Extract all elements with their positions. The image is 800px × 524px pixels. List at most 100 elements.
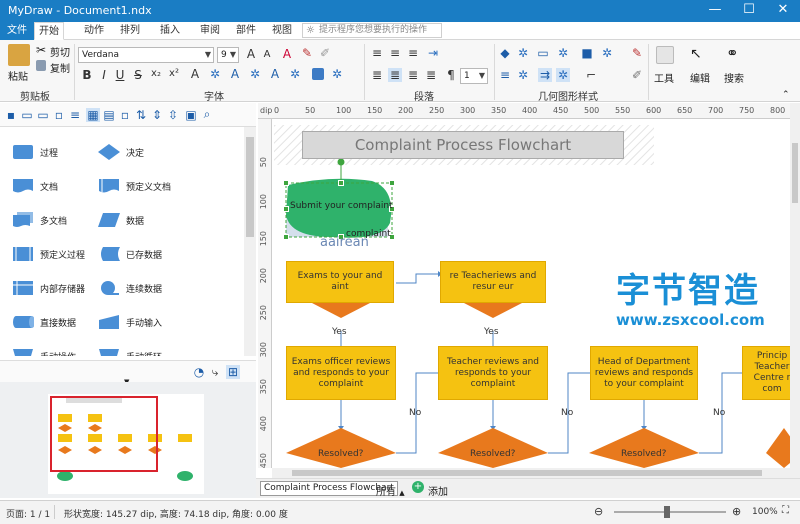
tab-file[interactable]: 文件 xyxy=(0,22,34,40)
tab-home[interactable]: 开始 xyxy=(34,22,64,40)
brush-icon[interactable]: ✐ xyxy=(319,46,331,60)
grow-font-icon[interactable]: A xyxy=(246,47,256,61)
minimap[interactable] xyxy=(0,382,256,498)
underline-icon[interactable]: U xyxy=(115,68,125,82)
line-spacing-select[interactable]: 1▼ xyxy=(460,68,488,84)
shape-item-stored-data[interactable]: 已存数据 xyxy=(98,243,184,271)
close-button[interactable]: ✕ xyxy=(777,2,789,17)
resize-handle[interactable] xyxy=(283,234,289,240)
cut-button[interactable]: 剪切 xyxy=(50,48,70,59)
add-page-button[interactable]: 添加 xyxy=(428,487,448,498)
zoom-out-icon[interactable]: ⊖ xyxy=(594,505,604,518)
shape-item-decision[interactable]: 决定 xyxy=(98,141,184,169)
add-page-icon[interactable]: + xyxy=(412,481,424,493)
tab-arrange[interactable]: 排列 xyxy=(120,25,140,36)
align-right-icon[interactable]: ≣ xyxy=(407,68,419,82)
text-color-icon[interactable]: A xyxy=(230,67,240,81)
brush-icon[interactable]: ✐ xyxy=(631,68,643,82)
shape-item-internal-storage[interactable]: 内部存储器 xyxy=(12,277,98,305)
search-icon[interactable]: ⌕ xyxy=(203,107,211,121)
gear-icon[interactable]: ✲ xyxy=(517,68,529,82)
corner-icon[interactable]: ⌐ xyxy=(585,68,597,82)
italic-icon[interactable]: I xyxy=(102,68,106,82)
eyedropper-icon[interactable]: ✎ xyxy=(301,46,313,60)
tab-review[interactable]: 审阅 xyxy=(200,25,220,36)
gear-icon[interactable]: ✲ xyxy=(289,67,301,81)
flow-box-exams[interactable]: Exams to your and aint xyxy=(286,261,394,303)
zoom-in-icon[interactable]: ⊕ xyxy=(732,505,742,518)
flow-box-exams-officer[interactable]: Exams officer reviews and responds to yo… xyxy=(286,346,396,400)
page-tab[interactable]: Complaint Process Flowchart xyxy=(260,481,398,496)
bold-icon[interactable]: B xyxy=(82,68,92,82)
scroll-thumb[interactable] xyxy=(792,143,798,203)
cut-icon[interactable]: ✂ xyxy=(36,43,47,57)
align-middle-icon[interactable]: ≡ xyxy=(389,46,401,60)
font-family-select[interactable]: Verdana▼ xyxy=(78,47,214,63)
paste-label[interactable]: 粘贴 xyxy=(8,72,28,83)
folder-icon[interactable]: ▭ xyxy=(37,108,49,122)
export-icon[interactable]: ▫ xyxy=(54,108,64,122)
shape-item-sequential-data[interactable]: 连续数据 xyxy=(98,277,184,305)
gear-icon[interactable]: ✲ xyxy=(557,46,569,60)
edit-button[interactable]: 编辑 xyxy=(690,74,710,85)
shape-item-data[interactable]: 数据 xyxy=(98,209,184,237)
vertical-scrollbar[interactable] xyxy=(790,103,800,478)
tools-button[interactable]: 工具 xyxy=(654,74,674,85)
resize-handle[interactable] xyxy=(389,206,395,212)
grid-view-icon[interactable]: ▦ xyxy=(86,108,100,122)
line-color-icon[interactable]: ▭ xyxy=(537,46,549,60)
shape-item-manual-loop[interactable]: 手动循环 xyxy=(98,345,184,356)
maximize-button[interactable]: ☐ xyxy=(743,2,755,17)
align-top-icon[interactable]: ≡ xyxy=(371,46,383,60)
align-bottom-icon[interactable]: ≡ xyxy=(407,46,419,60)
shapes-scrollbar[interactable] xyxy=(244,127,256,356)
subscript-icon[interactable]: x₂ xyxy=(151,68,161,79)
expand-icon[interactable]: ⇕ xyxy=(151,108,163,122)
font-size-select[interactable]: 9▼ xyxy=(217,47,239,63)
cursor-icon[interactable]: ↖ xyxy=(690,46,702,62)
sitemap-icon[interactable]: ⊞ xyxy=(226,365,240,379)
scroll-thumb[interactable] xyxy=(246,137,254,237)
font-color-icon[interactable]: A xyxy=(190,67,200,81)
drawing-canvas[interactable]: Complaint Process Flowchart Submit your … xyxy=(272,119,790,468)
resize-handle[interactable] xyxy=(283,206,289,212)
shape-item-document[interactable]: 文档 xyxy=(12,175,98,203)
binoculars-icon[interactable]: ⚭ xyxy=(726,44,739,62)
tab-actions[interactable]: 动作 xyxy=(84,25,104,36)
line-style-icon[interactable]: ≡ xyxy=(499,68,511,82)
gear-icon[interactable]: ✲ xyxy=(249,67,261,81)
pan-icon[interactable]: ◔ xyxy=(193,365,205,379)
align-center-icon[interactable]: ≣ xyxy=(388,68,402,82)
save-icon[interactable]: ▪ xyxy=(6,108,16,122)
zoom-slider-thumb[interactable] xyxy=(664,506,670,518)
flow-box-teacher-review[interactable]: Teacher reviews and responds to your com… xyxy=(438,346,548,400)
search-input[interactable]: ☼ 提示程序您想要执行的操作 xyxy=(302,23,442,38)
shape-item-multidoc[interactable]: 多文档 xyxy=(12,209,98,237)
tools-icon[interactable] xyxy=(656,46,674,64)
resize-handle[interactable] xyxy=(389,234,395,240)
shape-item-predef-process[interactable]: 预定义过程 xyxy=(12,243,98,271)
paste-icon[interactable] xyxy=(8,44,30,66)
collapse-icon[interactable]: ⇳ xyxy=(167,108,179,122)
shape-item-manual-input[interactable]: 手动输入 xyxy=(98,311,184,339)
minimize-button[interactable]: — xyxy=(708,2,722,17)
gear-icon[interactable]: ✲ xyxy=(517,46,529,60)
tile-view-icon[interactable]: ▤ xyxy=(103,108,115,122)
scroll-thumb[interactable] xyxy=(292,470,762,476)
highlight-icon[interactable]: A xyxy=(270,67,280,81)
flow-box-teacher[interactable]: re Teacheriews and resur eur xyxy=(440,261,546,303)
gear-icon[interactable]: ✲ xyxy=(601,46,613,60)
strikethrough-icon[interactable]: S xyxy=(134,68,142,82)
superscript-icon[interactable]: x² xyxy=(169,68,179,79)
fill-icon[interactable] xyxy=(312,68,324,80)
zoom-slider[interactable] xyxy=(614,506,726,518)
shape-item-predef-doc[interactable]: 预定义文档 xyxy=(98,175,184,203)
list-icon[interactable]: ≡ xyxy=(69,108,81,122)
resize-handle[interactable] xyxy=(338,180,344,186)
shape-item-manual-op[interactable]: 手动操作 xyxy=(12,345,98,356)
gear-icon[interactable]: ✲ xyxy=(556,68,570,82)
flow-box-principal[interactable]: Princip Teacher Centre r com xyxy=(742,346,790,400)
flow-box-head-department[interactable]: Head of Department reviews and responds … xyxy=(590,346,698,400)
align-left-icon[interactable]: ≣ xyxy=(371,68,383,82)
indent-icon[interactable]: ⇥ xyxy=(427,46,439,60)
